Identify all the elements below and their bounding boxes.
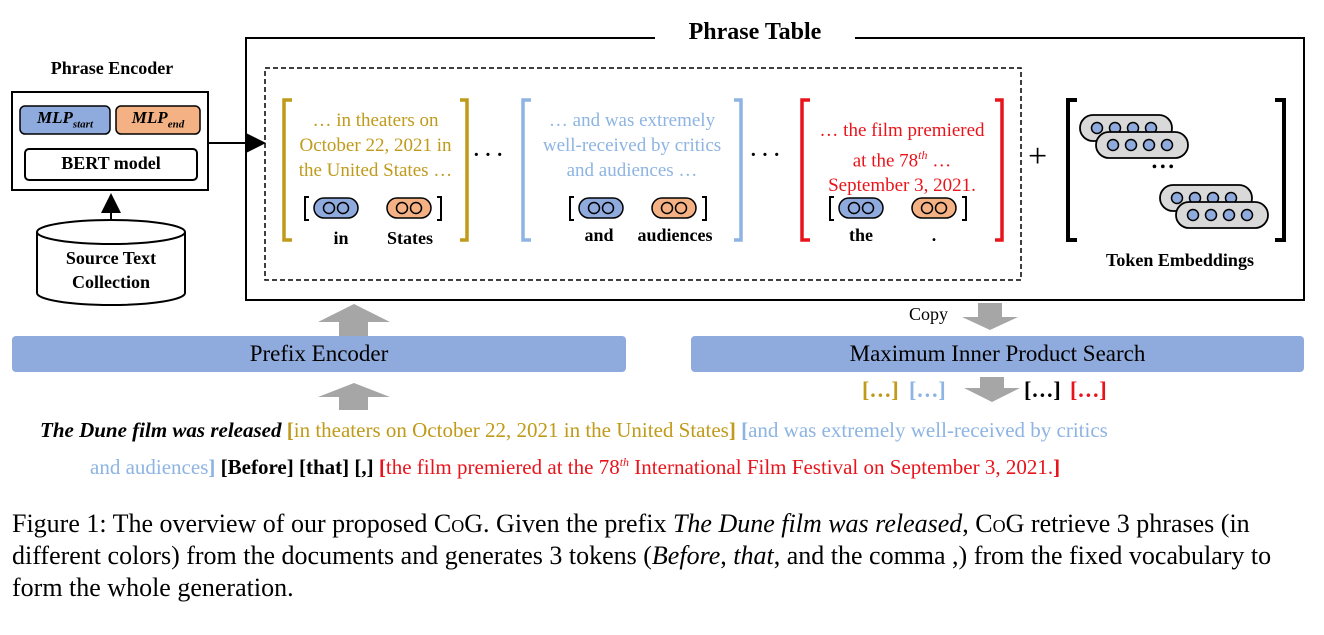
retrieved-red: […] xyxy=(1070,377,1107,402)
mlp-end-label: MLPend xyxy=(116,108,200,130)
phrase2-line3: and audiences … xyxy=(566,160,698,181)
phrase1-word-start: in xyxy=(333,228,349,248)
generation-phrase3-sup: th xyxy=(619,455,630,469)
phrase3-line3: September 3, 2021. xyxy=(828,175,976,197)
phrase1-line1: … in theaters on xyxy=(312,110,439,131)
phrase2-line1: … and was extremely xyxy=(548,110,716,131)
generation-token-before: [Before] xyxy=(220,455,294,479)
phrase3-line2: at the 78th … xyxy=(802,143,1002,173)
phrase2-word-start: and xyxy=(584,225,614,245)
generation-phrase1-text: in theaters on October 22, 2021 in the U… xyxy=(293,418,729,442)
phrase1-line2: October 22, 2021 in xyxy=(299,135,452,156)
input-to-prefix-arrow xyxy=(318,383,390,410)
mlp-start-text: MLP xyxy=(36,108,73,127)
caption-a3: , C xyxy=(962,509,993,538)
phrase3-sup: th xyxy=(918,148,928,162)
phrase3-line2b: … xyxy=(927,150,952,172)
source-line1: Source Text xyxy=(65,248,157,268)
generation-phrase3b: International Film Festival on September… xyxy=(629,455,1054,479)
mlp-start-label: MLPstart xyxy=(20,108,110,130)
caption-italic-that: that xyxy=(733,541,774,570)
phrase2-word-end: audiences xyxy=(637,225,713,245)
figure-caption: Figure 1: The overview of our proposed C… xyxy=(12,508,1317,604)
phrase-encoder-title: Phrase Encoder xyxy=(50,58,174,78)
generation-phrase3a: the film premiered at the 78 xyxy=(385,455,620,479)
generation-phrase3: [the film premiered at the 78th Internat… xyxy=(378,455,1061,479)
bert-box xyxy=(24,148,198,181)
caption-italic-prefix: The Dune film was released xyxy=(672,509,963,538)
phrase3-text: … the film premiered at the 78th … Septe… xyxy=(802,118,1002,198)
phrase1-word-end: States xyxy=(387,228,433,248)
generation-token-that: [that] xyxy=(298,455,350,479)
mlp-end-sub: end xyxy=(167,118,185,131)
embedding-dots: • • • xyxy=(1152,160,1174,175)
copy-arrow xyxy=(962,303,1018,330)
phrase3-line1: … the film premiered xyxy=(819,120,985,141)
mips-output-arrow xyxy=(964,377,1020,402)
gold-brackets xyxy=(282,98,469,242)
phrase-table-box xyxy=(245,37,1305,301)
source-line2: Collection xyxy=(72,272,150,292)
phrase2-text: … and was extremely well-received by cri… xyxy=(523,108,741,183)
retrieved-gold: […] xyxy=(862,377,899,402)
generation-phrase2a: [and was extremely well-received by crit… xyxy=(741,418,1108,442)
source-cylinder xyxy=(36,219,186,306)
mlp-start-box xyxy=(19,105,111,135)
generation-phrase2a-text: and was extremely well-received by criti… xyxy=(748,418,1108,442)
caption-a3-sc: o xyxy=(992,509,1006,538)
prefix-encoder-bar: Prefix Encoder xyxy=(12,336,626,372)
source-text-label: Source Text Collection xyxy=(37,246,185,294)
phrase1-vectors xyxy=(304,196,442,221)
caption-a2: G. Given the prefix xyxy=(464,509,673,538)
generation-token-comma: [,] xyxy=(354,455,374,479)
phrase1-text: … in theaters on October 22, 2021 in the… xyxy=(284,108,467,183)
caption-b: retrieve 3 phrases (in different colors)… xyxy=(12,509,1250,570)
blue-brackets xyxy=(521,98,743,242)
generation-line2: and audiences] [Before] [that] [,] [the … xyxy=(90,455,1060,480)
phrase2-vectors xyxy=(569,196,707,221)
token-embedding-vectors xyxy=(1079,114,1269,229)
caption-a: Figure 1: The overview of our proposed C xyxy=(12,509,452,538)
ellipsis-1: · · · xyxy=(473,144,504,166)
plus-sign: + xyxy=(1028,138,1048,175)
generation-line1: The Dune film was released [in theaters … xyxy=(40,418,1108,443)
generation-phrase1: [in theaters on October 22, 2021 in the … xyxy=(286,418,736,442)
phrase2-line2: well-received by critics xyxy=(542,135,722,156)
mlp-end-box xyxy=(115,105,201,135)
mips-bar: Maximum Inner Product Search xyxy=(691,336,1304,372)
caption-italic-before: Before xyxy=(651,541,721,570)
prefix-to-table-arrow xyxy=(318,304,390,337)
phrase3-word-start: the xyxy=(849,225,873,245)
generation-phrase2b: and audiences] xyxy=(90,455,216,479)
caption-a4: G xyxy=(1005,509,1025,538)
token-embeddings-label: Token Embeddings xyxy=(1106,250,1254,270)
retrieved-black: […] xyxy=(1024,377,1061,402)
ellipsis-2: · · · xyxy=(750,144,781,166)
generation-prefix: The Dune film was released xyxy=(40,418,282,442)
token-embeddings-brackets xyxy=(1066,98,1286,242)
phrase3-vectors xyxy=(829,196,967,221)
generation-phrase2b-text: and audiences xyxy=(90,455,209,479)
bert-label: BERT model xyxy=(61,153,161,173)
phrase3-word-end: . xyxy=(931,225,937,245)
mlp-start-sub: start xyxy=(72,118,94,131)
phrase-table-title: Phrase Table xyxy=(688,19,822,45)
red-brackets xyxy=(800,98,1004,242)
mlp-end-text: MLP xyxy=(131,108,168,127)
phrase1-line3: the United States … xyxy=(298,160,453,181)
copy-label: Copy xyxy=(909,304,949,324)
phrase3-line2a: at the 78 xyxy=(852,150,919,172)
caption-b2: , xyxy=(720,541,734,570)
retrieved-blue: […] xyxy=(909,377,946,402)
caption-a-sc: o xyxy=(451,509,465,538)
caption-b3: , and the comma ,) from the fixed vocabu… xyxy=(12,541,1272,602)
phrase-dashed-box xyxy=(264,67,1022,281)
